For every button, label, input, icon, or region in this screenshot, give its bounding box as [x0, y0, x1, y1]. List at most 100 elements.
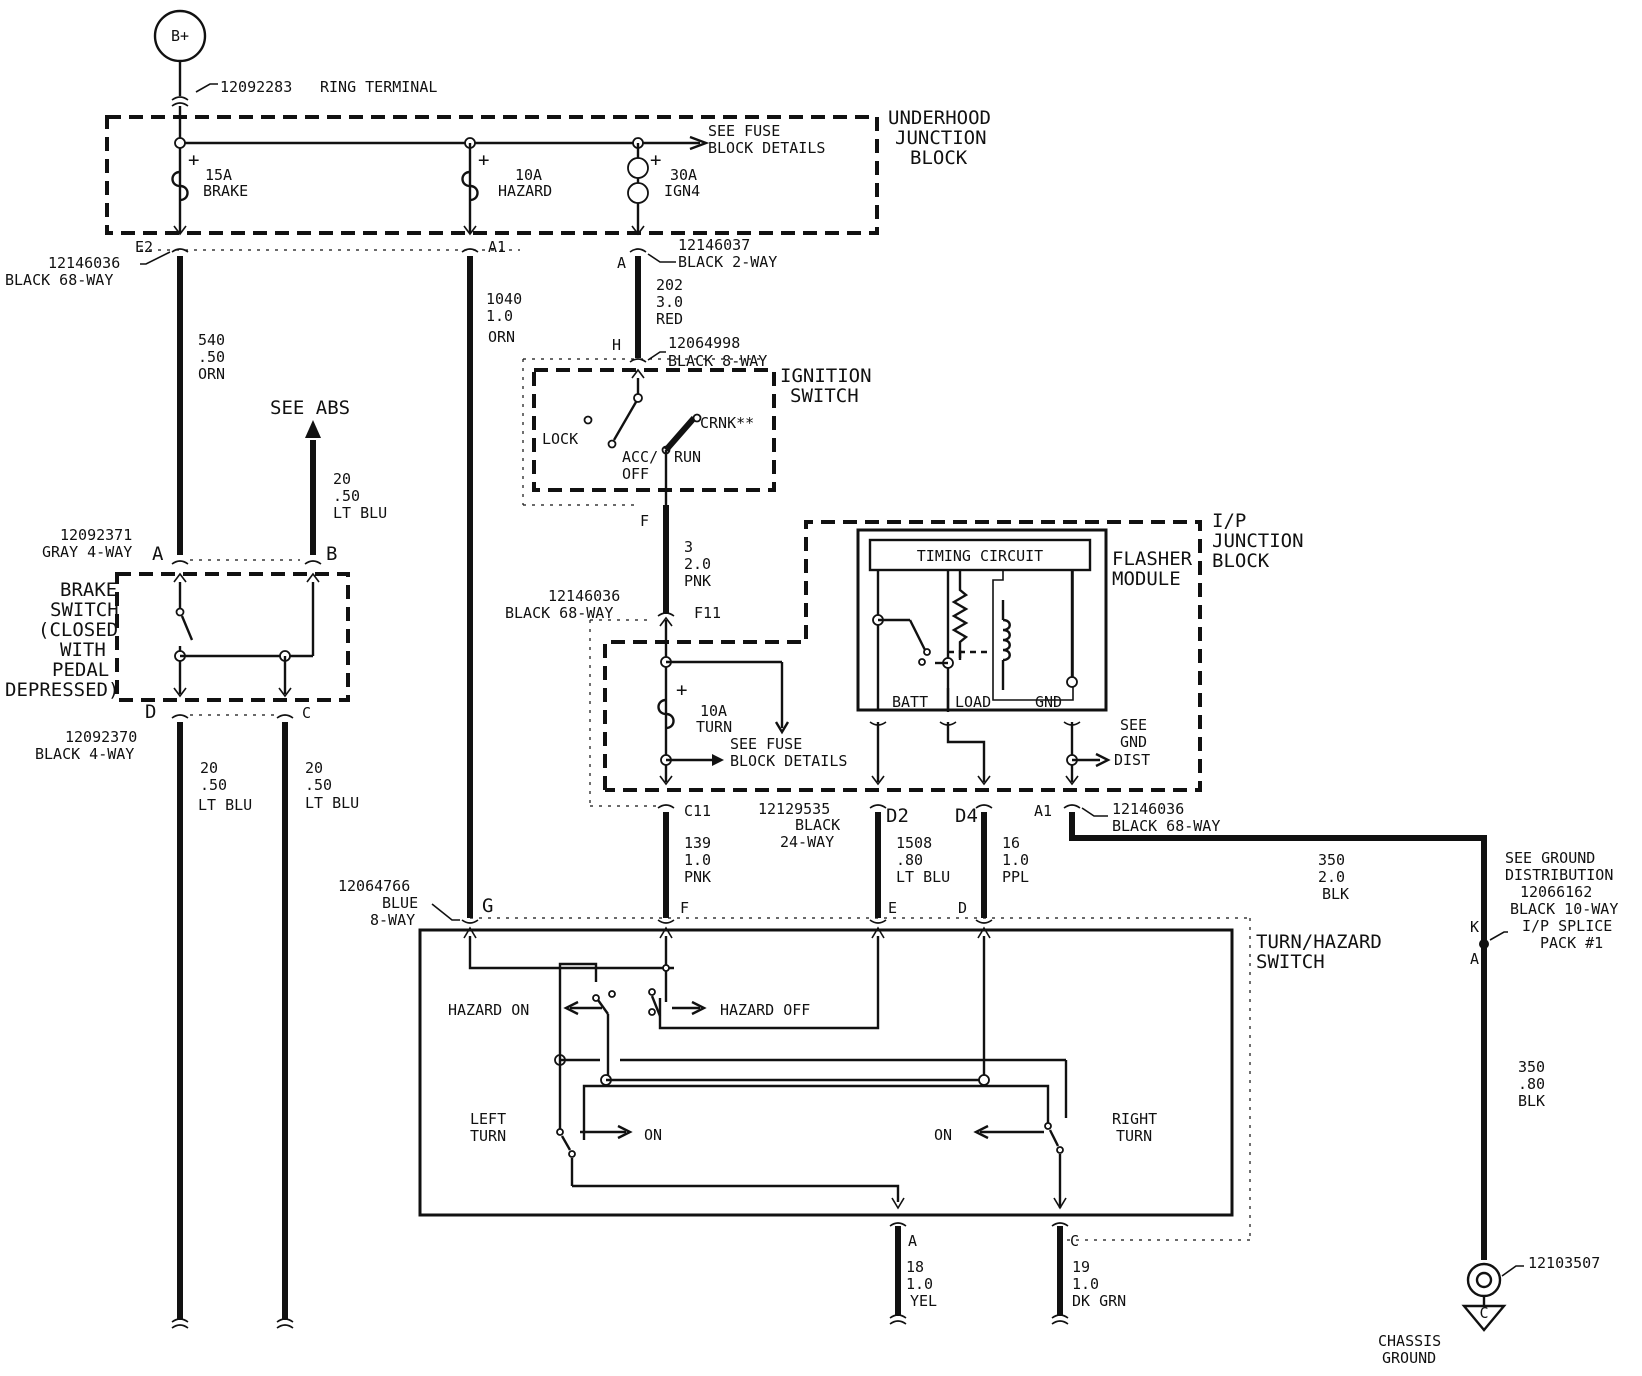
ignition-off: OFF [622, 465, 649, 483]
conn-12146037-part: 12146037 [678, 236, 750, 254]
svg-text:19: 19 [1072, 1258, 1090, 1276]
conn-12092370-part: 12092370 [65, 728, 137, 746]
conn-f-pin: F [680, 899, 689, 917]
conn-a-pin: A [617, 254, 626, 272]
svg-text:1.0: 1.0 [906, 1275, 933, 1293]
conn-12064766-desc2: 8-WAY [370, 911, 415, 929]
svg-text:+: + [188, 149, 199, 171]
svg-text:.50: .50 [200, 776, 227, 794]
svg-text:BRAKE: BRAKE [60, 579, 117, 601]
svg-text:DK GRN: DK GRN [1072, 1292, 1126, 1310]
ignition-title-2: SWITCH [790, 385, 859, 407]
fuse-15a-name: BRAKE [203, 182, 248, 200]
fuse-turn-rating: 10A [700, 702, 727, 720]
svg-text:18: 18 [906, 1258, 924, 1276]
svg-text:350: 350 [1318, 851, 1345, 869]
flasher-gnd: GND [1035, 693, 1062, 711]
svg-text:1.0: 1.0 [684, 851, 711, 869]
svg-text:GND: GND [1120, 733, 1147, 751]
svg-text:LT BLU: LT BLU [305, 794, 359, 812]
svg-text:RED: RED [656, 310, 683, 328]
fuse-30a-rating: 30A [670, 166, 697, 184]
battery-source: B+ [153, 9, 207, 107]
svg-text:.50: .50 [198, 348, 225, 366]
svg-text:SEE GROUND: SEE GROUND [1505, 849, 1595, 867]
see-abs: SEE ABS [270, 397, 350, 419]
svg-text:3: 3 [684, 538, 693, 556]
svg-text:DIST: DIST [1114, 751, 1150, 769]
hazard-off: HAZARD OFF [720, 1001, 810, 1019]
svg-text:+: + [650, 149, 661, 171]
battery-label: B+ [171, 27, 189, 45]
svg-text:GROUND: GROUND [1382, 1349, 1436, 1367]
svg-text:MODULE: MODULE [1112, 568, 1181, 590]
hazard-on: HAZARD ON [448, 1001, 529, 1019]
conn-12092371-b: B [326, 543, 337, 565]
conn-12146036-low-desc: BLACK 68-WAY [1112, 817, 1220, 835]
underhood-title-3: BLOCK [910, 147, 968, 169]
svg-text:RIGHT: RIGHT [1112, 1110, 1157, 1128]
conn-d4-pin: D4 [955, 805, 978, 827]
conn-12146037-desc: BLACK 2-WAY [678, 253, 777, 271]
conn-12064998-desc: BLACK 8-WAY [668, 352, 767, 370]
flasher-module [856, 528, 1108, 712]
ring-terminal-name: RING TERMINAL [320, 78, 437, 96]
conn-bottom-c: C [1070, 1232, 1079, 1250]
svg-text:20: 20 [305, 759, 323, 777]
conn-12092370-desc: BLACK 4-WAY [35, 745, 134, 763]
conn-12146036-low-part: 12146036 [1112, 800, 1184, 818]
conn-12064766-desc1: BLUE [382, 894, 418, 912]
svg-text:.80: .80 [1518, 1075, 1545, 1093]
svg-text:BLACK 10-WAY: BLACK 10-WAY [1510, 900, 1618, 918]
conn-e-pin: E [888, 899, 897, 917]
underhood-see-fuse-1: SEE FUSE [708, 122, 780, 140]
svg-text:LT BLU: LT BLU [333, 504, 387, 522]
svg-text:PNK: PNK [684, 868, 711, 886]
ground-splice-part: 12066162 [1520, 883, 1592, 901]
fuse-10a-name: HAZARD [498, 182, 552, 200]
svg-text:+: + [478, 149, 489, 171]
svg-text:I/P SPLICE: I/P SPLICE [1522, 917, 1612, 935]
fuse-10a-rating: 10A [515, 166, 542, 184]
svg-text:2.0: 2.0 [684, 555, 711, 573]
left-on: ON [644, 1126, 662, 1144]
splice-point [1479, 939, 1489, 949]
svg-text:1.0: 1.0 [1002, 851, 1029, 869]
svg-text:1.0: 1.0 [486, 307, 513, 325]
svg-text:WITH: WITH [60, 639, 106, 661]
turn-hazard-switch [418, 928, 1234, 1217]
fuse-turn-name: TURN [696, 718, 732, 736]
svg-text:LT BLU: LT BLU [198, 796, 252, 814]
conn-c11-pin: C11 [684, 802, 711, 820]
svg-text:139: 139 [684, 834, 711, 852]
svg-text:+: + [676, 679, 687, 701]
fuse-15a-brake: + 15A BRAKE [171, 149, 248, 202]
conn-d2-pin: D2 [886, 805, 909, 827]
svg-text:BLOCK: BLOCK [1212, 550, 1270, 572]
conn-12092371-a: A [152, 543, 164, 565]
conn-f11-pin: F11 [694, 604, 721, 622]
svg-text:SWITCH: SWITCH [1256, 951, 1325, 973]
ignition-title-1: IGNITION [780, 365, 872, 387]
fuse-30a-name: IGN4 [664, 182, 700, 200]
conn-12064998-part: 12064998 [668, 334, 740, 352]
svg-text:.50: .50 [333, 487, 360, 505]
fuse-10a-turn: + 10A TURN [657, 679, 732, 736]
fuse-10a-hazard: + 10A HAZARD [461, 149, 552, 202]
svg-text:16: 16 [1002, 834, 1020, 852]
svg-text:DEPRESSED): DEPRESSED) [5, 679, 119, 701]
ground-symbol: C [1479, 1304, 1488, 1322]
conn-bottom-a: A [908, 1232, 917, 1250]
svg-text:PNK: PNK [684, 572, 711, 590]
svg-text:SEE FUSE: SEE FUSE [730, 735, 802, 753]
svg-text:LEFT: LEFT [470, 1110, 506, 1128]
svg-text:540: 540 [198, 331, 225, 349]
right-on: ON [934, 1126, 952, 1144]
svg-text:ORN: ORN [488, 328, 515, 346]
ignition-run: RUN [674, 448, 701, 466]
flasher-load: LOAD [955, 693, 991, 711]
svg-text:3.0: 3.0 [656, 293, 683, 311]
svg-text:20: 20 [333, 470, 351, 488]
svg-text:SWITCH: SWITCH [50, 599, 119, 621]
